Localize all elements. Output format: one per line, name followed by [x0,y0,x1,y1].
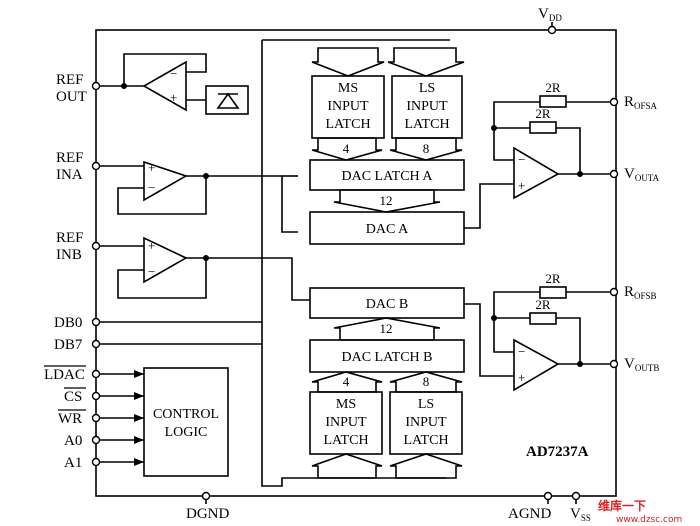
ms-latch-b-line1: MS [336,397,356,412]
svg-text:www.dzsc.com: www.dzsc.com [616,515,682,525]
bus-width-dac-b: 12 [380,321,393,336]
label-ref-ina-1: REF [56,150,84,166]
pin-ref-ina [91,161,101,171]
label-dgnd: DGND [186,506,229,522]
ls-latch-a-line2: INPUT [406,99,448,114]
resistor-b2 [529,312,557,325]
bus-width-dac-a: 12 [380,193,393,208]
pin-agnd [543,491,553,501]
svg-text:−: − [148,180,155,195]
label-a1: A1 [64,455,82,471]
pin-vouta [609,169,619,179]
control-logic-block [143,367,229,477]
label-rofsa: ROFSA [624,94,658,111]
pin-a1 [91,457,101,467]
label-ldac: LDAC [44,367,85,383]
pin-rofsa [609,97,619,107]
part-title: AD7237A [526,444,589,460]
svg-text:−: − [518,152,525,167]
label-cs: CS [64,389,82,405]
svg-text:−: − [518,344,525,359]
control-logic-line1: CONTROL [153,407,219,422]
svg-text:+: + [148,160,155,175]
svg-text:维库一下: 维库一下 [598,498,646,513]
svg-text:+: + [518,370,525,385]
svg-text:−: − [170,66,177,81]
resistor-a1-label: 2R [545,80,561,95]
label-ref-ina-2: INA [56,167,83,183]
bus-width-ls-a: 8 [423,141,430,156]
pin-ldac [91,369,101,379]
bus-width-ms-b: 4 [343,374,350,389]
ms-latch-b-line2: INPUT [325,415,367,430]
chip-outline [95,29,617,497]
ms-latch-a-line2: INPUT [327,99,369,114]
pin-voutb [609,359,619,369]
ref-ina-buffer [143,160,188,202]
svg-text:−: − [148,264,155,279]
ls-latch-b-line2: INPUT [405,415,447,430]
dac-a-label: DAC A [366,222,409,237]
dac-latch-a-label: DAC LATCH A [341,169,433,184]
control-logic-line2: LOGIC [165,425,208,440]
label-rofsb: ROFSB [624,284,657,301]
label-vdd: VDD [538,6,562,23]
label-db7: DB7 [54,337,83,353]
pin-wr [91,413,101,423]
ls-latch-a-line3: LATCH [404,117,449,132]
reference-box [205,85,249,115]
label-ref-out-1: REF [56,72,84,88]
pin-a0 [91,435,101,445]
ls-latch-b-line3: LATCH [403,433,448,448]
bus-width-ls-b: 8 [423,374,430,389]
label-ref-inb-2: INB [56,247,82,263]
label-ref-inb-1: REF [56,230,84,246]
label-db0: DB0 [54,315,82,331]
label-ref-out-2: OUT [56,89,87,105]
pin-rofsb [609,287,619,297]
label-voutb: VOUTB [624,356,659,373]
resistor-a2 [529,121,557,134]
label-agnd: AGND [508,506,551,522]
ls-latch-b-line1: LS [418,397,434,412]
pin-ref-out [91,81,101,91]
pin-vdd [547,25,557,35]
svg-text:+: + [148,238,155,253]
pin-vss [571,491,581,501]
resistor-b2-label: 2R [535,297,551,312]
pin-dgnd [201,491,211,501]
svg-text:+: + [170,90,177,105]
label-a0: A0 [64,433,82,449]
label-vss: VSS [570,506,591,523]
ref-inb-buffer [143,236,188,284]
label-vouta: VOUTA [624,166,660,183]
output-amp-a [513,146,560,200]
pin-db0 [91,317,101,327]
ms-latch-a-line3: LATCH [325,117,370,132]
output-amp-b [513,338,560,392]
ls-latch-a-line1: LS [419,81,435,96]
svg-text:+: + [518,178,525,193]
dac-b-label: DAC B [366,297,408,312]
resistor-a2-label: 2R [535,106,551,121]
ms-latch-b-line3: LATCH [323,433,368,448]
pin-cs [91,391,101,401]
resistor-b1-label: 2R [545,271,561,286]
label-wr: WR [58,411,82,427]
pin-db7 [91,339,101,349]
watermark: 维库一下 www.dzsc.com [598,498,682,525]
ref-out-amplifier [142,60,187,112]
ms-latch-a-line1: MS [338,81,358,96]
dac-latch-b-label: DAC LATCH B [341,350,432,365]
pin-ref-inb [91,241,101,251]
bus-width-ms-a: 4 [343,141,350,156]
